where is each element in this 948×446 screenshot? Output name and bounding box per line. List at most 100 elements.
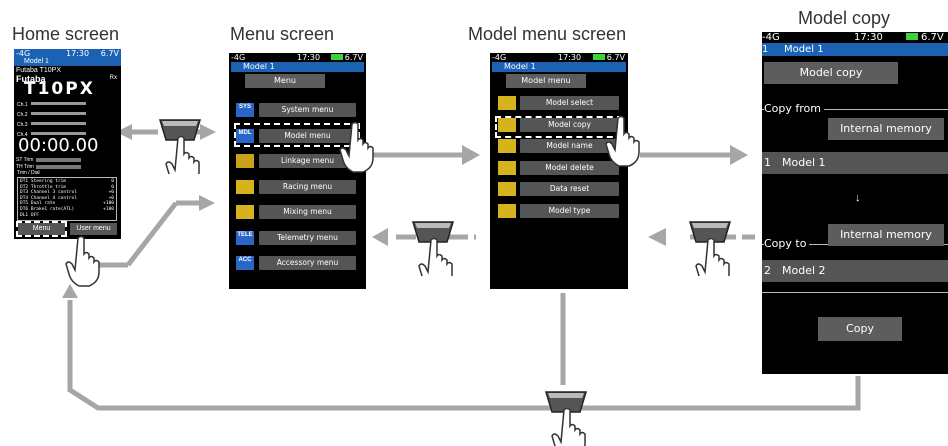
model-delete-icon: [498, 160, 516, 175]
arrow-left-home: [116, 124, 132, 140]
copy-button[interactable]: Copy: [818, 317, 902, 341]
home-return-loop: [67, 300, 861, 411]
mode-label: -4G: [762, 32, 780, 43]
battery-voltage: 6.7V: [330, 53, 363, 62]
menu-item-accessory[interactable]: Accessory menu: [259, 256, 356, 270]
model-label: Model 1: [492, 62, 626, 72]
model-menu-item-data-reset[interactable]: Data reset: [520, 182, 619, 196]
mode-label: -4G: [231, 53, 246, 62]
menu-item-model[interactable]: Model menu: [259, 128, 356, 143]
timer-display: 00:00.00: [18, 135, 99, 156]
brand-label: Futaba T10PX: [16, 67, 62, 74]
mode-label: -4G: [16, 49, 31, 58]
th-trim-bar: [36, 165, 81, 169]
menu-screen: -4G 17:30 6.7V Model 1 Menu SYS System me…: [229, 53, 366, 289]
from-source-button[interactable]: Internal memory: [828, 118, 944, 140]
trim-row: DT4 Channel 4 control+0: [20, 195, 114, 201]
trim-row: DL1 OFF: [20, 212, 39, 218]
ch2-bar: [31, 112, 86, 115]
th-trim-label: TH Trim: [16, 164, 34, 170]
model-menu-item-model-select[interactable]: Model select: [520, 96, 619, 110]
model-menu-item-model-type[interactable]: Model type: [520, 203, 619, 218]
menu-item-mixing[interactable]: Mixing menu: [259, 205, 356, 219]
return-line-2: [126, 201, 178, 267]
st-trim-bar: [36, 158, 81, 162]
rx-label: Rx: [109, 75, 117, 81]
menu-item-system[interactable]: System menu: [259, 103, 356, 117]
menu-item-linkage[interactable]: Linkage menu: [259, 154, 356, 168]
model-type-icon: [498, 203, 516, 218]
model-label: Model 1: [231, 62, 364, 72]
home-screen: -4G 17:30 6.7V Model 1 Futaba T10PX Futa…: [14, 49, 121, 239]
tap-button-icon: [688, 221, 732, 276]
model-label: Model 1: [14, 58, 121, 66]
down-arrow: ↓: [855, 192, 861, 204]
menu-header: Menu: [245, 74, 325, 88]
model-menu-item-model-copy[interactable]: Model copy: [520, 117, 619, 132]
finger-tap-icon: [65, 235, 100, 287]
battery-voltage: 6.7V: [906, 32, 944, 43]
arrow-to-menu: [199, 195, 215, 211]
model-copy-icon: [498, 117, 516, 132]
tap-button-icon: [544, 391, 588, 446]
time-label: 17:30: [297, 53, 321, 62]
time-label: 17:30: [66, 49, 90, 58]
model-menu-screen-title: Model menu screen: [468, 24, 627, 44]
model-menu-item-model-delete[interactable]: Model delete: [520, 160, 619, 175]
finger-tap-icon: [605, 115, 640, 167]
model-icon: MDL: [236, 128, 254, 143]
linkage-icon: [236, 154, 254, 168]
menu-highlight: [16, 221, 67, 237]
arrow-to-model-menu: [462, 145, 480, 165]
arrow-back-to-model-menu: [648, 228, 666, 246]
finger-tap-icon: [339, 121, 374, 173]
ch3-bar: [31, 122, 86, 125]
user-menu-button[interactable]: User menu: [70, 223, 117, 235]
trim-row: DT5 Dual rate+100: [20, 201, 114, 207]
time-label: 17:30: [558, 53, 582, 62]
time-label: 17:30: [854, 32, 883, 43]
telemetry-icon: TELE: [236, 230, 254, 245]
to-source-button[interactable]: Internal memory: [828, 224, 944, 246]
t10px-logo: T10PX: [24, 79, 95, 99]
model-menu-screen: -4G 17:30 6.7V Model 1 Model menu Model …: [490, 53, 628, 289]
model-name-icon: [498, 139, 516, 153]
model-menu-highlight: [234, 123, 360, 147]
data-reset-icon: [498, 182, 516, 196]
home-screen-title: Home screen: [12, 24, 120, 44]
arrow-back-to-menu: [372, 228, 388, 246]
trim-dial-header: Trim / Dial: [17, 170, 40, 176]
battery-voltage: 6.7V: [592, 53, 625, 62]
system-icon: SYS: [236, 103, 254, 117]
model-menu-header: Model menu: [506, 74, 586, 88]
mode-label: -4G: [492, 53, 507, 62]
mixing-icon: [236, 205, 254, 219]
ch1-bar: [31, 102, 86, 105]
menu-button[interactable]: Menu: [18, 223, 65, 235]
menu-screen-title: Menu screen: [230, 24, 335, 44]
model-copy-title: Model copy: [798, 8, 891, 28]
copy-to-label: Copy to: [764, 237, 810, 250]
copy-from-label: Copy from: [764, 102, 824, 115]
trim-row: DT6 Brake1 rate(ATL)+100: [20, 206, 114, 212]
model-label: Model 1: [784, 44, 824, 55]
ch4-bar: [31, 132, 86, 135]
menu-item-telemetry[interactable]: Telemetry menu: [259, 230, 356, 245]
voltage-label: 6.7V: [100, 49, 119, 58]
arrow-right-menu: [200, 124, 216, 140]
arrow-to-model-copy: [730, 145, 748, 165]
st-trim-label: ST Trim: [16, 157, 34, 163]
menu-item-racing[interactable]: Racing menu: [259, 179, 356, 194]
tap-button-icon: [158, 119, 202, 174]
trim-row: DT3 Channel 3 control+0: [20, 190, 114, 196]
arrow-up-home: [62, 284, 78, 298]
model-menu-item-model-name[interactable]: Model name: [520, 139, 619, 153]
